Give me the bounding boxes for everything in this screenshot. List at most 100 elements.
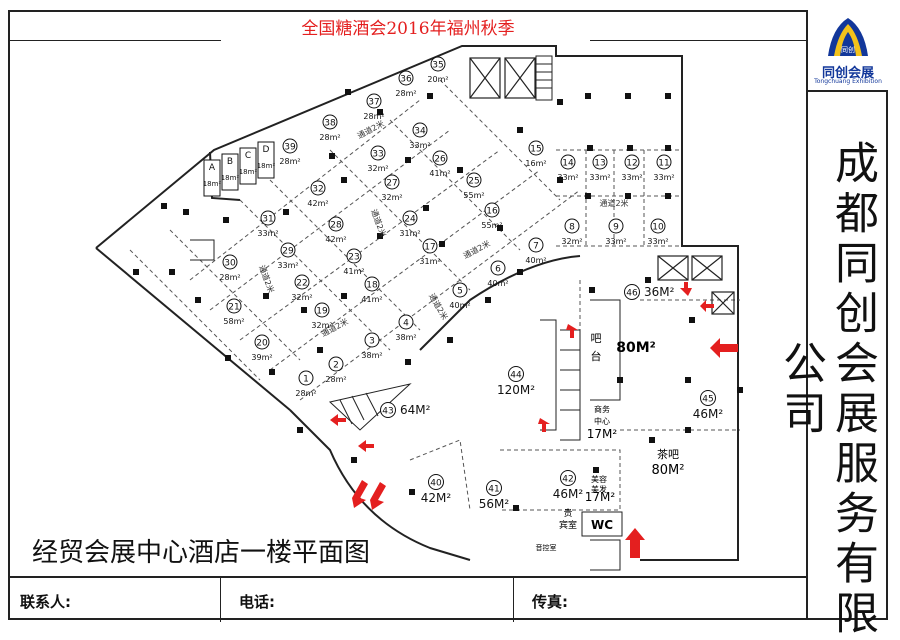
booth-number: 30 xyxy=(224,259,236,269)
booth-area: 32m² xyxy=(311,321,332,330)
booth-number: 36 xyxy=(400,75,412,85)
booth-area: 33m² xyxy=(589,173,610,182)
letter-booth-box xyxy=(203,159,221,197)
booth-area: 41m² xyxy=(343,267,364,276)
booth-area: 55m² xyxy=(481,221,502,230)
column-17 xyxy=(439,241,445,247)
booth-number: 8 xyxy=(569,223,575,233)
building-outline xyxy=(95,45,739,561)
booth-number: 9 xyxy=(613,223,619,233)
booth-number-badge xyxy=(222,254,238,270)
booth-area: 40m² xyxy=(487,279,508,288)
beauty-salon-label-1: 美容 xyxy=(591,474,607,484)
hall-number-badge xyxy=(486,480,502,496)
phone-label: 电话: xyxy=(239,593,275,611)
elevator-shafts xyxy=(469,57,735,315)
column-32 xyxy=(625,193,631,199)
booth-number-badge xyxy=(624,154,640,170)
fax-label: 传真: xyxy=(532,593,568,611)
letter-booth-letter: C xyxy=(245,151,251,161)
column-7 xyxy=(317,347,323,353)
letter-booth-area: 18m² xyxy=(203,180,222,188)
drawing-frame xyxy=(8,10,888,620)
booth-number-badge xyxy=(656,154,672,170)
column-27 xyxy=(557,99,563,105)
booth-area: 41m² xyxy=(361,295,382,304)
booth-number: 13 xyxy=(594,159,605,169)
hall-area: 56M² xyxy=(479,497,510,511)
booth-area: 38m² xyxy=(361,351,382,360)
column-19 xyxy=(517,269,523,275)
bar-area: 80M² xyxy=(616,340,656,356)
booth-number-badge xyxy=(310,180,326,196)
hall-area: 64M² xyxy=(400,403,431,417)
column-42 xyxy=(685,377,691,383)
column-2 xyxy=(223,217,229,223)
booth-area: 32m² xyxy=(561,237,582,246)
booth-area: 32m² xyxy=(367,164,388,173)
booth-number-badge xyxy=(398,70,414,86)
booth-13: 13 33m² xyxy=(589,154,611,182)
beauty-salon-label-2: 美发 xyxy=(591,484,607,494)
booth-number: 5 xyxy=(457,287,463,297)
column-30 xyxy=(665,93,671,99)
booth-number-badge xyxy=(412,122,428,138)
booth-area: 33m² xyxy=(409,141,430,150)
booth-number: 12 xyxy=(626,159,637,169)
contact-footer: 联系人: 电话: 传真: xyxy=(8,576,806,622)
column-48 xyxy=(513,505,519,511)
entrance-arrows xyxy=(330,282,738,558)
contact-cell: 联系人: xyxy=(8,578,221,622)
booth-area: 33m² xyxy=(621,173,642,182)
hall-area: 36M² xyxy=(644,285,675,299)
column-8 xyxy=(301,307,307,313)
floor-plan-title: 经贸会展中心酒店一楼平面图 xyxy=(32,538,371,568)
booth-area: 31m² xyxy=(419,257,440,266)
booth-number-badge xyxy=(328,216,344,232)
booth-area: 42m² xyxy=(325,235,346,244)
column-39 xyxy=(589,287,595,293)
vip-room-label-1: 贵 xyxy=(563,507,572,519)
booth-number-badge xyxy=(490,260,506,276)
booth-number-badge xyxy=(592,154,608,170)
column-4 xyxy=(195,297,201,303)
booth-number: 24 xyxy=(404,215,416,225)
hall-number: 40 xyxy=(430,479,442,489)
columns xyxy=(133,89,743,511)
booth-number: 26 xyxy=(434,155,446,165)
fax-cell: 传真: xyxy=(514,578,806,622)
booth-number: 2 xyxy=(333,361,339,371)
column-1 xyxy=(161,203,167,209)
column-45 xyxy=(685,427,691,433)
booth-number: 14 xyxy=(562,159,574,169)
booth-area: 28m² xyxy=(395,89,416,98)
wc-box xyxy=(581,511,623,537)
booth-area: 33m² xyxy=(557,173,578,182)
bar-label-2: 台 xyxy=(591,349,602,363)
column-49 xyxy=(409,489,415,495)
booth-number-badge xyxy=(346,248,362,264)
booth-number-badge xyxy=(402,210,418,226)
letter-booth-letter: D xyxy=(263,145,270,155)
column-44 xyxy=(617,377,623,383)
booth-number: 15 xyxy=(530,145,541,155)
booth-area: 55m² xyxy=(463,191,484,200)
booth-number: 11 xyxy=(658,159,669,169)
letter-booth-box xyxy=(257,141,275,179)
booth-number-badge xyxy=(282,138,298,154)
booth-number-badge xyxy=(650,218,666,234)
column-21 xyxy=(447,337,453,343)
hall-number-badge xyxy=(700,390,716,406)
booth-area: 33m² xyxy=(647,237,668,246)
